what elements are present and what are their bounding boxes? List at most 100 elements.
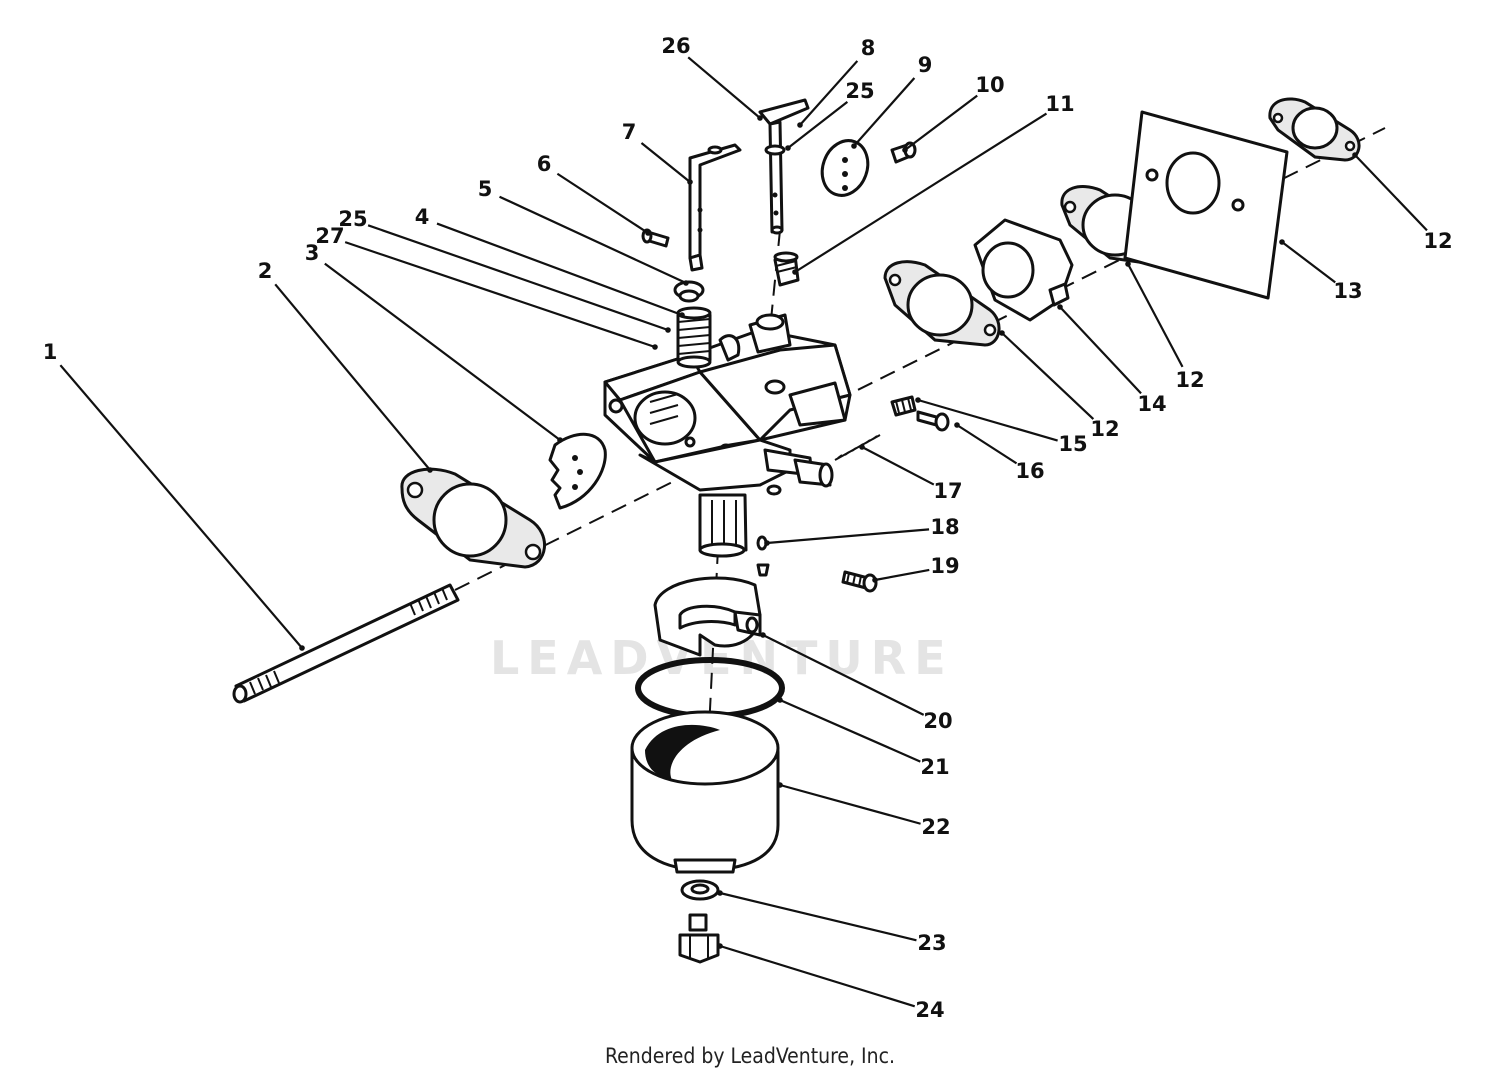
callout-label-23: 23 bbox=[917, 931, 946, 955]
leader-line-10 bbox=[904, 94, 978, 151]
leader-endpoint-9 bbox=[851, 143, 857, 149]
callout-label-12: 12 bbox=[1175, 368, 1204, 392]
leader-line-11 bbox=[794, 112, 1048, 273]
callout-label-18: 18 bbox=[930, 515, 959, 539]
leader-line-26 bbox=[687, 56, 761, 119]
leader-line-25 bbox=[367, 224, 669, 332]
callout-label-8: 8 bbox=[861, 36, 876, 60]
callout-label-16: 16 bbox=[1015, 459, 1044, 483]
part-24-bowl-nut bbox=[678, 913, 720, 964]
leader-endpoint-20 bbox=[760, 632, 766, 638]
callout-label-7: 7 bbox=[622, 120, 637, 144]
leader-endpoint-13 bbox=[1279, 239, 1285, 245]
part-7-throttle-shaft bbox=[688, 143, 742, 272]
leader-line-21 bbox=[779, 698, 921, 763]
leader-endpoint-10 bbox=[902, 147, 908, 153]
leader-line-25 bbox=[787, 100, 849, 149]
leader-line-14 bbox=[1059, 306, 1142, 395]
leader-endpoint-12 bbox=[1125, 261, 1131, 267]
leader-line-12 bbox=[1127, 263, 1184, 368]
part-3-throttle-plate bbox=[548, 432, 607, 510]
part-5-cap bbox=[673, 280, 705, 303]
part-19-bolt bbox=[841, 570, 878, 593]
leader-endpoint-7 bbox=[687, 179, 693, 185]
leader-line-3 bbox=[324, 262, 561, 441]
part-20-float bbox=[653, 576, 762, 657]
part-26-8-choke-shaft bbox=[758, 98, 810, 235]
callout-label-20: 20 bbox=[923, 709, 952, 733]
leader-endpoint-2 bbox=[427, 467, 433, 473]
leader-line-2 bbox=[274, 283, 431, 471]
leader-line-13 bbox=[1281, 241, 1336, 284]
leader-line-4 bbox=[436, 222, 683, 317]
callout-label-21: 21 bbox=[920, 755, 949, 779]
leader-endpoint-25 bbox=[665, 327, 671, 333]
callout-label-9: 9 bbox=[918, 53, 933, 77]
leader-endpoint-11 bbox=[792, 269, 798, 275]
callout-label-25: 25 bbox=[845, 79, 874, 103]
callout-label-10: 10 bbox=[975, 73, 1004, 97]
part-11-fitting bbox=[773, 251, 800, 287]
leader-line-9 bbox=[853, 77, 916, 147]
part-23-washer bbox=[680, 879, 720, 901]
leader-line-12 bbox=[1354, 154, 1428, 232]
leader-line-17 bbox=[861, 446, 935, 486]
leader-line-20 bbox=[762, 634, 925, 716]
leader-line-23 bbox=[719, 891, 917, 942]
leader-endpoint-21 bbox=[777, 697, 783, 703]
callout-leader-lines bbox=[59, 56, 1428, 1008]
callout-label-12: 12 bbox=[1090, 417, 1119, 441]
callout-label-11: 11 bbox=[1045, 92, 1074, 116]
leader-endpoint-1 bbox=[299, 645, 305, 651]
callout-label-22: 22 bbox=[921, 815, 950, 839]
part-12-gasket-c bbox=[1268, 97, 1361, 162]
part-1-long-stud bbox=[232, 583, 460, 704]
leader-endpoint-16 bbox=[954, 422, 960, 428]
leader-line-27 bbox=[344, 241, 656, 349]
callout-label-14: 14 bbox=[1137, 392, 1166, 416]
leader-endpoint-15 bbox=[915, 397, 921, 403]
leader-endpoint-4 bbox=[679, 312, 685, 318]
callout-label-4: 4 bbox=[415, 205, 430, 229]
callout-label-27: 27 bbox=[315, 224, 344, 248]
leader-endpoint-18 bbox=[764, 540, 770, 546]
part-17-spring bbox=[834, 434, 881, 461]
leader-endpoint-12 bbox=[1352, 152, 1358, 158]
callout-label-3: 3 bbox=[305, 241, 320, 265]
leader-line-15 bbox=[917, 398, 1058, 442]
part-2-gasket bbox=[400, 467, 547, 569]
callout-label-19: 19 bbox=[930, 554, 959, 578]
part-14-insulator bbox=[973, 218, 1074, 322]
leader-endpoint-27 bbox=[652, 344, 658, 350]
callout-label-15: 15 bbox=[1058, 432, 1087, 456]
callout-label-6: 6 bbox=[537, 152, 552, 176]
leader-line-24 bbox=[719, 944, 916, 1008]
leader-endpoint-8 bbox=[797, 122, 803, 128]
callout-label-12: 12 bbox=[1423, 229, 1452, 253]
callout-label-25: 25 bbox=[338, 207, 367, 231]
leader-endpoint-26 bbox=[757, 115, 763, 121]
callout-label-17: 17 bbox=[933, 479, 962, 503]
part-18-pins bbox=[756, 535, 770, 577]
part-9-choke-plate bbox=[820, 139, 870, 197]
leader-endpoint-23 bbox=[717, 890, 723, 896]
footer-credit: Rendered by LeadVenture, Inc. bbox=[605, 1044, 895, 1068]
part-15-screw bbox=[890, 395, 917, 417]
leader-endpoint-12 bbox=[999, 330, 1005, 336]
leader-endpoint-17 bbox=[859, 444, 865, 450]
leader-endpoint-24 bbox=[717, 943, 723, 949]
carburetor-body bbox=[603, 313, 852, 558]
leader-line-1 bbox=[59, 364, 303, 649]
leader-line-7 bbox=[640, 142, 691, 183]
leader-endpoint-19 bbox=[872, 577, 878, 583]
leader-line-6 bbox=[556, 172, 649, 234]
leader-line-12 bbox=[1001, 332, 1095, 420]
callout-label-26: 26 bbox=[661, 34, 690, 58]
leader-line-18 bbox=[766, 528, 930, 545]
leader-endpoint-14 bbox=[1057, 304, 1063, 310]
leader-line-8 bbox=[799, 60, 859, 126]
leader-endpoint-22 bbox=[777, 782, 783, 788]
callout-label-24: 24 bbox=[915, 998, 944, 1022]
